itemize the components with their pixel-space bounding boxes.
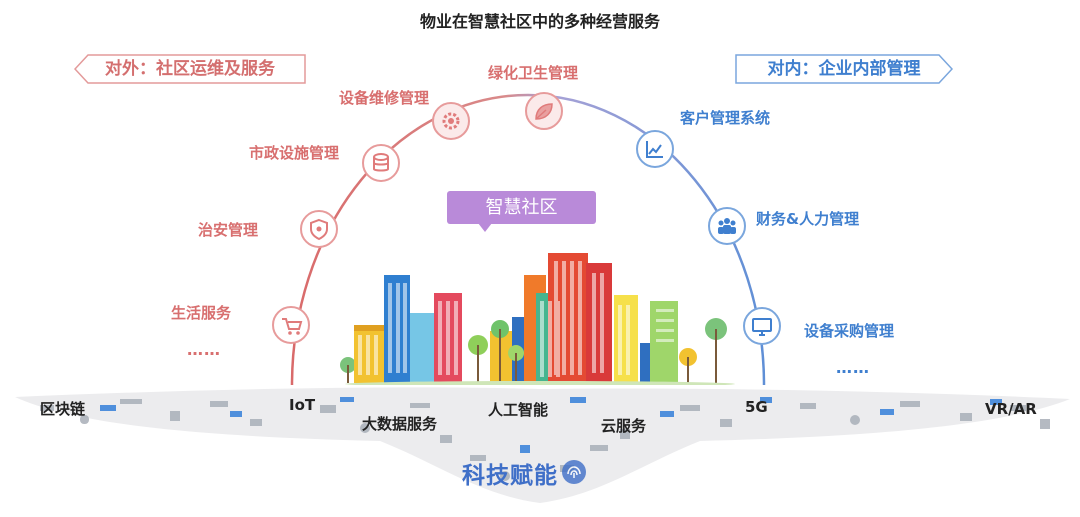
cart-icon <box>272 306 310 344</box>
external-banner: 对外：社区运维及服务 <box>74 54 306 84</box>
tech-iot: IoT <box>289 396 316 414</box>
tech-empowerment-title: 科技赋能 <box>462 463 558 489</box>
service-equipment: 设备维修管理 <box>339 89 430 107</box>
shield-icon <box>300 210 338 248</box>
tech-vr-ar: VR/AR <box>985 400 1037 418</box>
service-security: 治安管理 <box>198 221 259 239</box>
internal-banner-label: 对内：企业内部管理 <box>767 59 921 79</box>
tech-cloud: 云服务 <box>601 417 647 435</box>
monitor-icon <box>743 307 781 345</box>
fingerprint-icon <box>562 460 586 484</box>
tech-cloud-base <box>15 387 1070 503</box>
service-greening: 绿化卫生管理 <box>488 64 579 82</box>
leaf-icon <box>525 92 563 130</box>
center-label: 智慧社区 <box>447 191 596 224</box>
center-label-pointer <box>478 223 492 232</box>
service-procurement: 设备采购管理 <box>804 322 895 340</box>
tech-ai: 人工智能 <box>488 401 549 419</box>
tech-blockchain: 区块链 <box>40 400 86 418</box>
people-icon <box>708 207 746 245</box>
service-finance: 财务&人力管理 <box>756 210 860 228</box>
service-crm: 客户管理系统 <box>680 109 771 127</box>
service-living: 生活服务 <box>171 304 232 322</box>
external-banner-label: 对外：社区运维及服务 <box>105 59 275 79</box>
chart-icon <box>636 130 674 168</box>
internal-ellipsis: …… <box>836 358 870 377</box>
page-title: 物业在智慧社区中的多种经营服务 <box>419 12 660 31</box>
gear-icon <box>432 102 470 140</box>
database-icon <box>362 144 400 182</box>
service-municipal: 市政设施管理 <box>249 144 340 162</box>
tech-5g: 5G <box>745 398 768 416</box>
external-ellipsis: …… <box>187 340 221 359</box>
city-skyline-illustration <box>340 253 735 385</box>
tech-big-data: 大数据服务 <box>362 415 438 433</box>
internal-banner: 对内：企业内部管理 <box>735 54 953 84</box>
